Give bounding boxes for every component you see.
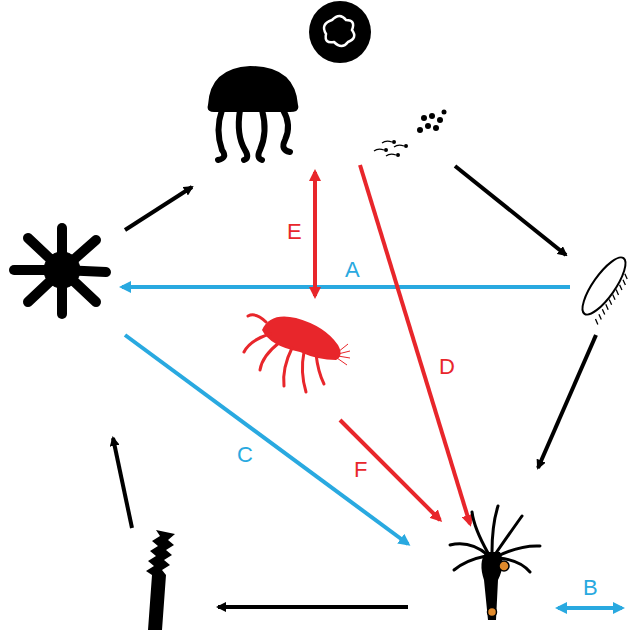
medusa-silhouette xyxy=(208,66,299,160)
stage-letter: A xyxy=(345,259,360,281)
stage-letter: D xyxy=(439,356,455,378)
predator-silhouette xyxy=(244,315,350,392)
red-arrows xyxy=(315,165,470,524)
blue-arrows xyxy=(122,287,622,608)
stage-letter: F xyxy=(354,459,367,481)
round-stage-silhouette xyxy=(309,1,371,63)
strobila-silhouette xyxy=(146,530,175,630)
planula-silhouette xyxy=(575,252,632,325)
stage-letter: B xyxy=(583,577,598,599)
ephyra-silhouette xyxy=(14,228,106,314)
stage-letter: E xyxy=(287,221,302,243)
cycle-arrows xyxy=(113,166,596,607)
gametes-silhouette xyxy=(374,110,447,158)
polyp-silhouette xyxy=(450,506,540,620)
stage-letter: C xyxy=(237,444,253,466)
